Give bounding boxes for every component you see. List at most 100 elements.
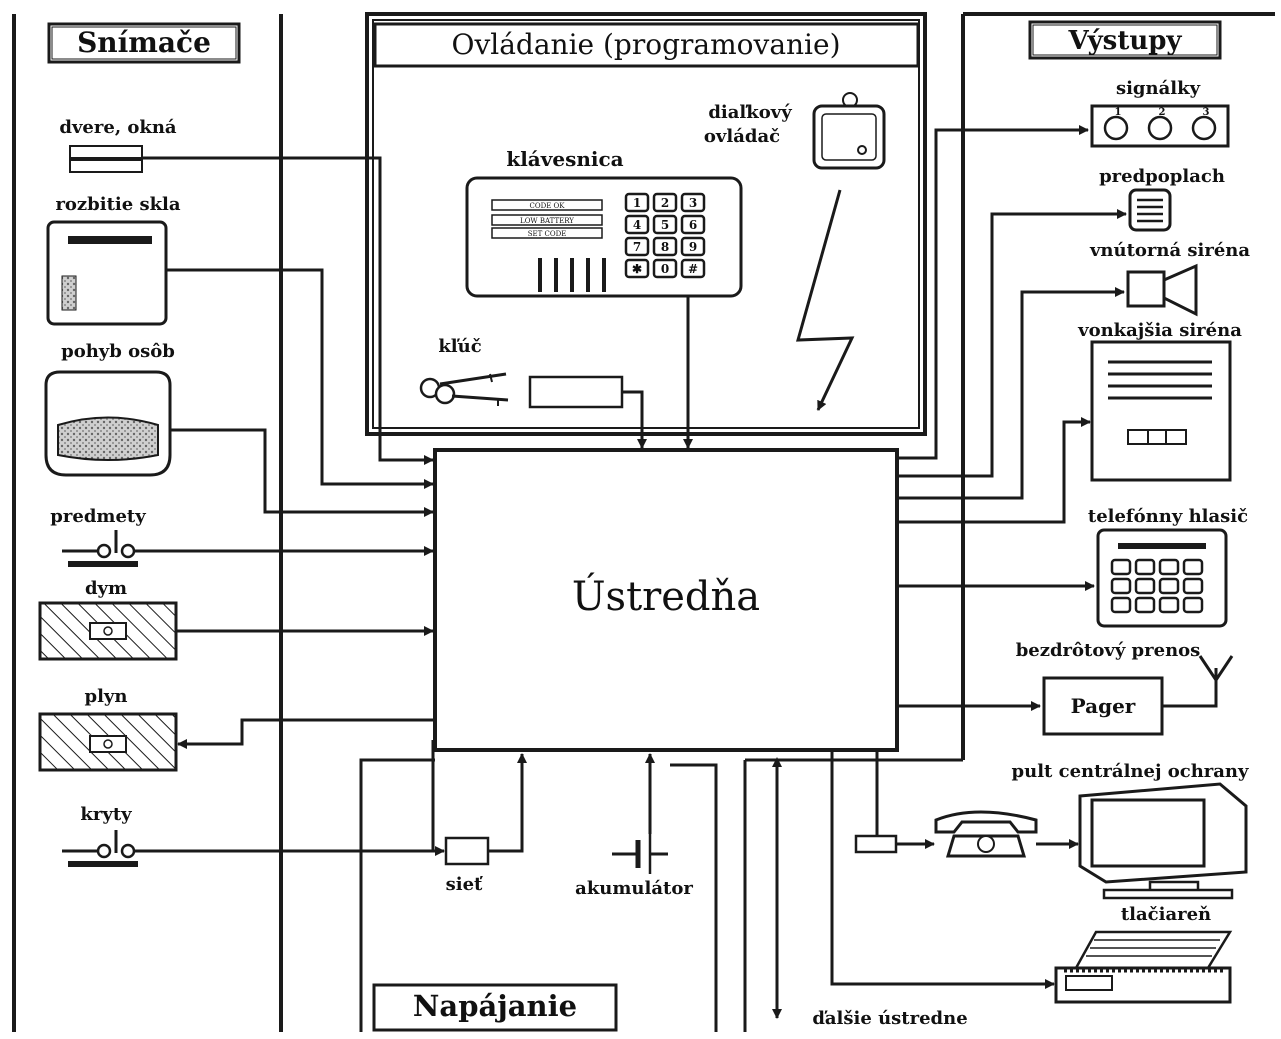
keypad-key-label: 0 [661,262,669,276]
outer-siren-icon [1090,340,1232,482]
sensor-gas: plyn [38,686,178,772]
outer-siren-label: vonkajšia siréna [1077,320,1242,341]
keypad-key [652,236,678,257]
power-title-box: Napájanie [372,983,618,1032]
dialer-key [1134,558,1156,576]
output-central-desk: pult centrálnej ochrany [854,752,1249,900]
dialer-key [1182,596,1204,614]
output-prealarm: predpoplach [1099,166,1225,232]
output-wires [898,125,1127,711]
sensor-objects: predmety [50,506,146,567]
svg-text:3: 3 [1203,107,1210,118]
keypad-key-label: 5 [661,218,669,232]
control-title: Ovládanie (programovanie) [452,28,841,61]
glass-break-detector-icon [46,220,168,326]
keypad-key-label: ✱ [632,262,642,276]
power-frame [359,758,718,1032]
keypad-label: klávesnica [506,147,623,171]
key: kľúč [419,336,647,449]
svg-text:LOW BATTERY: LOW BATTERY [520,217,574,225]
sensor-objects-label: predmety [50,506,146,527]
dialer-key [1158,596,1180,614]
central-unit: Ústredňa [433,448,899,752]
keypad-key [680,214,706,235]
sensor-motion-label: pohyb osôb [61,341,175,362]
keypad-key [652,192,678,213]
telephone-icon [934,810,1038,858]
dialer-key [1110,596,1132,614]
sensor-glass: rozbitie skla [46,194,181,326]
keypad-key-label: 2 [661,196,669,210]
keypad-key [624,214,650,235]
lamps-label: signálky [1116,78,1201,99]
outputs-title-box: Výstupy [1028,20,1222,60]
keypad: klávesnica CODE OK LOW BATTERY SET CODE … [465,147,743,298]
output-lamps: signálky 1 2 3 [1090,78,1230,148]
pager-box [1042,676,1164,736]
output-inner-siren: vnútorná siréna [1089,240,1250,317]
key-switch-box [528,375,624,409]
dialer-key [1110,558,1132,576]
svg-text:1: 1 [1115,107,1122,118]
svg-text:2: 2 [1159,107,1166,118]
sensor-wires [134,156,435,853]
mains-adapter-icon [444,836,490,866]
sensor-door: dvere, okná [59,117,177,173]
keypad-key [624,192,650,213]
keypad-key-label: 6 [689,218,697,232]
sensor-covers-label: kryty [80,804,132,825]
printer-icon [1054,930,1233,1004]
outputs-title: Výstupy [1067,26,1182,56]
sensors-frame [12,14,283,1032]
wireless-label: bezdrôtový prenos [1016,640,1201,661]
printer-label: tlačiareň [1121,904,1211,925]
dialer-key [1134,577,1156,595]
power-mains: sieť [396,753,527,895]
sensors-title: Snímače [77,26,211,59]
remote-control-icon [812,104,886,170]
control-title-box: Ovládanie (programovanie) [373,22,920,68]
dialer-key [1134,596,1156,614]
keypad-key [680,192,706,213]
key-label: kľúč [438,336,481,357]
keypad-key-label: 1 [633,196,641,210]
battery-label: akumulátor [575,878,693,899]
output-outer-siren: vonkajšia siréna [1077,320,1242,482]
pager-label: Pager [1071,694,1136,718]
keypad-key [624,258,650,279]
sensor-glass-label: rozbitie skla [55,194,180,215]
wireless-signal-icon [796,189,855,411]
sensor-motion: pohyb osôb [44,341,175,477]
door-contact-icon [69,145,143,159]
dialer-key [1158,577,1180,595]
sensor-smoke-label: dym [85,578,127,599]
control-frame [365,12,927,436]
dialer-key [1110,577,1132,595]
other-centrals-label: ďalšie ústredne [812,1008,967,1029]
svg-text:CODE OK: CODE OK [529,202,565,210]
keypad-key-label: # [688,262,698,276]
smoke-detector-icon [38,601,178,661]
keypad-key [652,258,678,279]
remote-label: diaľkový [708,102,792,123]
prealarm-label: predpoplach [1099,166,1225,187]
sensor-smoke: dym [38,578,178,661]
output-phone-dialer: telefónny hlasič [1088,506,1248,628]
keypad-key [680,258,706,279]
inner-siren-label: vnútorná siréna [1089,240,1250,261]
sensor-covers: kryty [62,804,138,867]
keypad-key-label: 4 [633,218,641,232]
prealarm-icon [1128,188,1172,232]
inner-siren-icon [1126,270,1166,308]
other-centrals: ďalšie ústredne [772,757,968,1029]
central-unit-label: Ústredňa [572,573,760,620]
dialer-key [1182,577,1204,595]
keypad-key-label: 7 [633,240,641,254]
keypad-key [652,214,678,235]
antenna-icon [1198,655,1234,683]
sensor-gas-label: plyn [85,686,128,707]
remote-control: diaľkový ovládač [704,92,886,411]
power-title: Napájanie [413,989,577,1023]
